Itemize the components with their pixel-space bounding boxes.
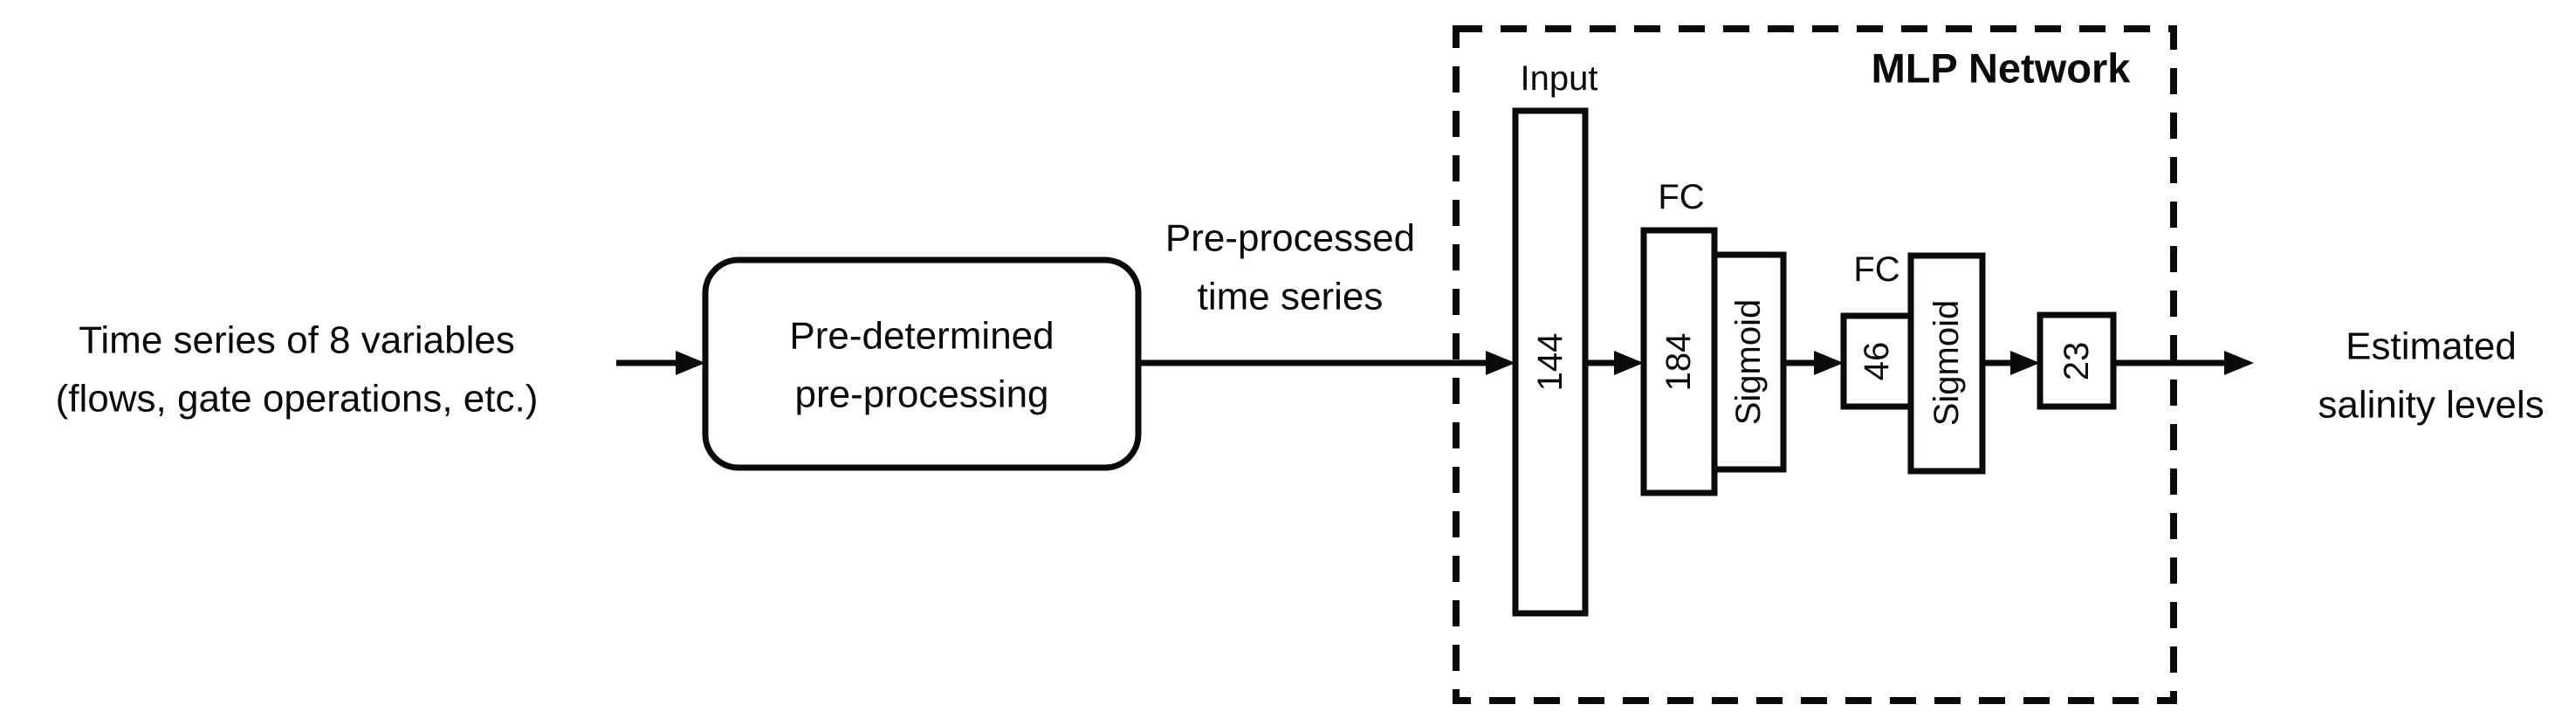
arrowhead-icon: [2010, 351, 2040, 375]
arrowhead-icon: [676, 351, 705, 375]
arrowhead-icon: [1614, 351, 1644, 375]
output-description-line1: Estimated: [2346, 325, 2517, 368]
arrow-preprocessing-to-mlp: [1139, 351, 1515, 375]
preprocessed-series-label: Pre-processed time series: [1165, 217, 1415, 318]
preprocessing-box-outline: [702, 256, 1142, 471]
output-description: Estimated salinity levels: [2318, 325, 2544, 427]
arrow-sigmoid2-to-output: [1982, 351, 2040, 375]
sigmoid2-label: Sigmoid: [1927, 300, 1966, 427]
mlp-network-box: MLP Network: [1453, 25, 2177, 704]
fc1-size: 184: [1659, 333, 1698, 392]
arrow-input-to-fc1: [1585, 351, 1644, 375]
output-layer-size: 23: [2057, 342, 2096, 381]
sigmoid1-block: [1711, 251, 1787, 473]
preprocessed-series-label-line1: Pre-processed: [1165, 217, 1415, 260]
mlp-network-title: MLP Network: [1872, 45, 2132, 92]
fc1-block: [1640, 227, 1718, 496]
preprocessing-box-line1: Pre-determined: [789, 315, 1054, 358]
input-description: Time series of 8 variables (flows, gate …: [56, 319, 539, 421]
arrowhead-icon: [1486, 351, 1515, 375]
sigmoid2-block: [1907, 252, 1986, 475]
arrow-mlp-to-result: [2113, 351, 2254, 375]
fc2-layer: FC 46: [1840, 250, 1914, 410]
arrow-sigmoid1-to-fc2: [1783, 351, 1844, 375]
sigmoid1-label: Sigmoid: [1729, 299, 1768, 426]
output-layer: 23: [2037, 311, 2117, 410]
output-description-line2: salinity levels: [2318, 384, 2544, 427]
fc2-size: 46: [1858, 342, 1896, 381]
preprocessing-box-line2: pre-processing: [794, 373, 1048, 416]
fc1-layer: FC 184: [1640, 178, 1718, 496]
input-description-line2: (flows, gate operations, etc.): [56, 378, 539, 421]
arrowhead-icon: [2224, 351, 2254, 375]
fc1-label: FC: [1658, 178, 1704, 216]
arrow-input-to-preprocessing: [616, 351, 705, 375]
sigmoid1-activation: Sigmoid: [1711, 251, 1787, 473]
input-layer-label: Input: [1521, 59, 1598, 98]
fc2-label: FC: [1853, 250, 1899, 289]
input-layer: Input 144: [1512, 59, 1598, 617]
preprocessed-series-label-line2: time series: [1198, 276, 1384, 318]
sigmoid2-activation: Sigmoid: [1907, 252, 1986, 475]
preprocessing-box: Pre-determined pre-processing: [702, 256, 1142, 471]
arrowhead-icon: [1814, 351, 1844, 375]
input-layer-size: 144: [1531, 333, 1570, 392]
input-description-line1: Time series of 8 variables: [79, 319, 515, 362]
mlp-network-dashed-border: [1453, 25, 2177, 704]
